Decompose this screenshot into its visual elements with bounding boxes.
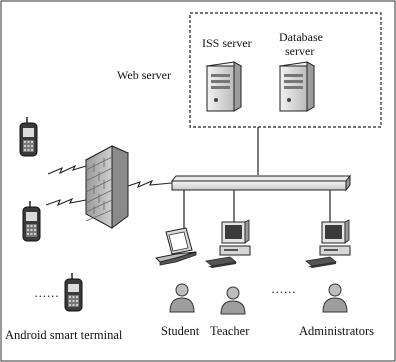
- database-server-icon: [278, 61, 316, 112]
- administrator-user-icon: [322, 283, 348, 313]
- student-user-icon: [169, 283, 195, 313]
- iss-server-label: ISS server: [202, 36, 252, 50]
- administrators-label: Administrators: [299, 324, 374, 338]
- desktop-computer-icon-admin: [305, 219, 351, 268]
- switch-hub-icon: [170, 174, 352, 192]
- firewall-icon: [84, 145, 130, 229]
- database-server-label-line2: server: [285, 44, 314, 58]
- wireless-link-hub: [127, 179, 173, 189]
- android-phone-icon-1: [19, 117, 38, 157]
- wireless-link-phone1: [47, 164, 87, 175]
- android-terminal-label: Android smart terminal: [5, 328, 123, 342]
- teacher-user-icon: [220, 286, 246, 315]
- android-phone-icon-3: [64, 273, 83, 312]
- android-phone-icon-2: [22, 201, 41, 242]
- wireless-link-phone2: [45, 197, 87, 207]
- student-label: Student: [161, 324, 200, 338]
- web-server-label: Web server: [117, 68, 171, 82]
- iss-server-icon: [205, 61, 243, 112]
- ellipsis-users: ……: [271, 282, 296, 296]
- teacher-label: Teacher: [210, 324, 250, 338]
- web-server-group-box: [189, 12, 382, 128]
- ellipsis-phones: ……: [34, 286, 59, 300]
- database-server-label-line1: Database: [279, 30, 323, 44]
- desktop-computer-icon-teacher: [205, 219, 251, 268]
- laptop-icon: [154, 227, 197, 266]
